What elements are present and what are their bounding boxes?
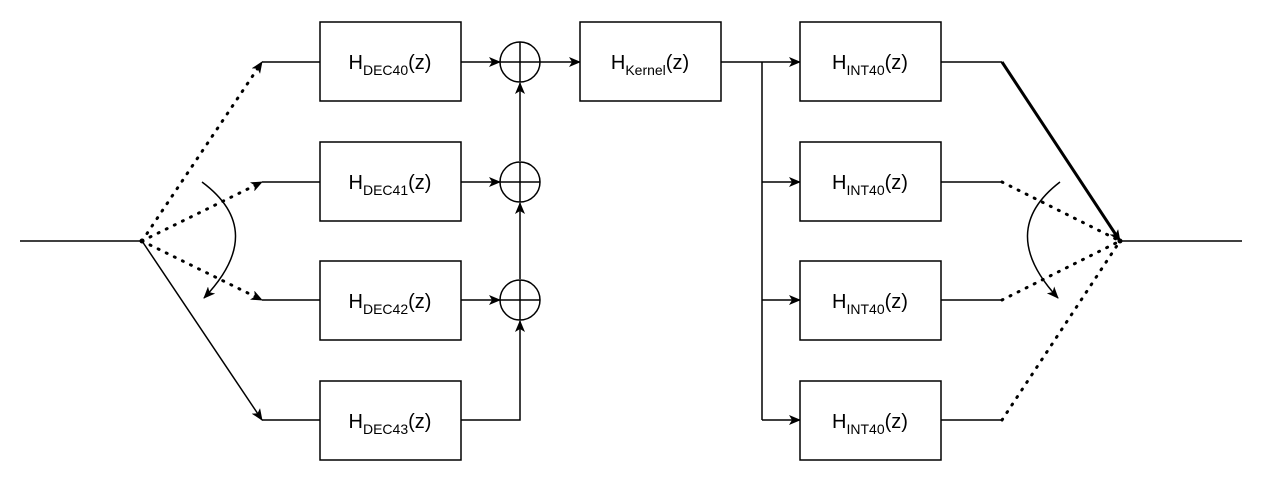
int-filter-0-subscript: INT40: [847, 62, 885, 78]
int-filter-block-0: HINT40(z): [799, 21, 942, 102]
int-filter-1-base: H: [832, 172, 846, 194]
dec-filter-block-3: HDEC43(z): [319, 380, 462, 461]
dec-filter-0-base: H: [349, 52, 363, 74]
fanin-path-int-2: [1000, 239, 1122, 302]
fanout-path-dec40: [140, 60, 264, 243]
int-filter-0-suffix: (z): [885, 52, 908, 74]
fanout-path-dec41: [140, 180, 264, 243]
dec-filter-0-subscript: DEC40: [363, 62, 408, 78]
dec-filter-1-subscript: DEC41: [363, 182, 408, 198]
dec-filter-3-subscript: DEC43: [363, 421, 408, 437]
svg-text:HDEC41(z): HDEC41(z): [349, 172, 432, 198]
int-filter-3-suffix: (z): [885, 411, 908, 433]
fanin-path-int-0: [1000, 61, 1122, 242]
fanout-path-dec42: [140, 239, 264, 302]
int-filter-0-base: H: [832, 52, 846, 74]
svg-text:HINT40(z): HINT40(z): [832, 291, 908, 317]
svg-text:HINT40(z): HINT40(z): [832, 411, 908, 437]
int-filter-3-subscript: INT40: [847, 421, 885, 437]
int-filter-block-3: HINT40(z): [799, 380, 942, 461]
kernel-filter-base: H: [611, 52, 625, 74]
svg-text:HKernel(z): HKernel(z): [611, 52, 689, 78]
svg-text:HDEC43(z): HDEC43(z): [349, 411, 432, 437]
svg-text:HINT40(z): HINT40(z): [832, 172, 908, 198]
fanout-path-dec43: [141, 240, 263, 421]
dec43-to-sum-path: [461, 320, 525, 421]
dec-filter-2-base: H: [349, 291, 363, 313]
dec-filter-3-base: H: [349, 411, 363, 433]
dec-filter-3-suffix: (z): [408, 411, 431, 433]
int-filter-2-subscript: INT40: [847, 301, 885, 317]
int-filter-2-suffix: (z): [885, 291, 908, 313]
int-filter-1-suffix: (z): [885, 172, 908, 194]
fanin-path-int-1: [1000, 180, 1122, 243]
dec-filter-2-subscript: DEC42: [363, 301, 408, 317]
summing-junction-bottom: [499, 279, 541, 321]
commutator-rotation-arc-right: [1026, 181, 1061, 299]
svg-text:HDEC40(z): HDEC40(z): [349, 52, 432, 78]
kernel-filter-subscript: Kernel: [625, 62, 665, 78]
dec-filter-1-suffix: (z): [408, 172, 431, 194]
int-filter-3-base: H: [832, 411, 846, 433]
dec-filter-2-suffix: (z): [408, 291, 431, 313]
int-filter-2-base: H: [832, 291, 846, 313]
dec-filter-0-suffix: (z): [408, 52, 431, 74]
dec-filter-block-2: HDEC42(z): [319, 260, 462, 341]
int-filter-block-2: HINT40(z): [799, 260, 942, 341]
dec-filter-1-base: H: [349, 172, 363, 194]
dec-filter-block-1: HDEC41(z): [319, 141, 462, 222]
svg-text:HINT40(z): HINT40(z): [832, 52, 908, 78]
kernel-filter-block: HKernel(z): [579, 21, 722, 102]
summing-junction-middle: [499, 161, 541, 203]
int-filter-block-1: HINT40(z): [799, 141, 942, 222]
commutator-rotation-arc-left: [201, 181, 237, 299]
dec-filter-block-0: HDEC40(z): [319, 21, 462, 102]
summing-junction-top: [499, 41, 541, 83]
kernel-filter-suffix: (z): [666, 52, 689, 74]
fanin-path-int-3: [1000, 239, 1122, 422]
svg-text:HDEC42(z): HDEC42(z): [349, 291, 432, 317]
int-filter-1-subscript: INT40: [847, 182, 885, 198]
